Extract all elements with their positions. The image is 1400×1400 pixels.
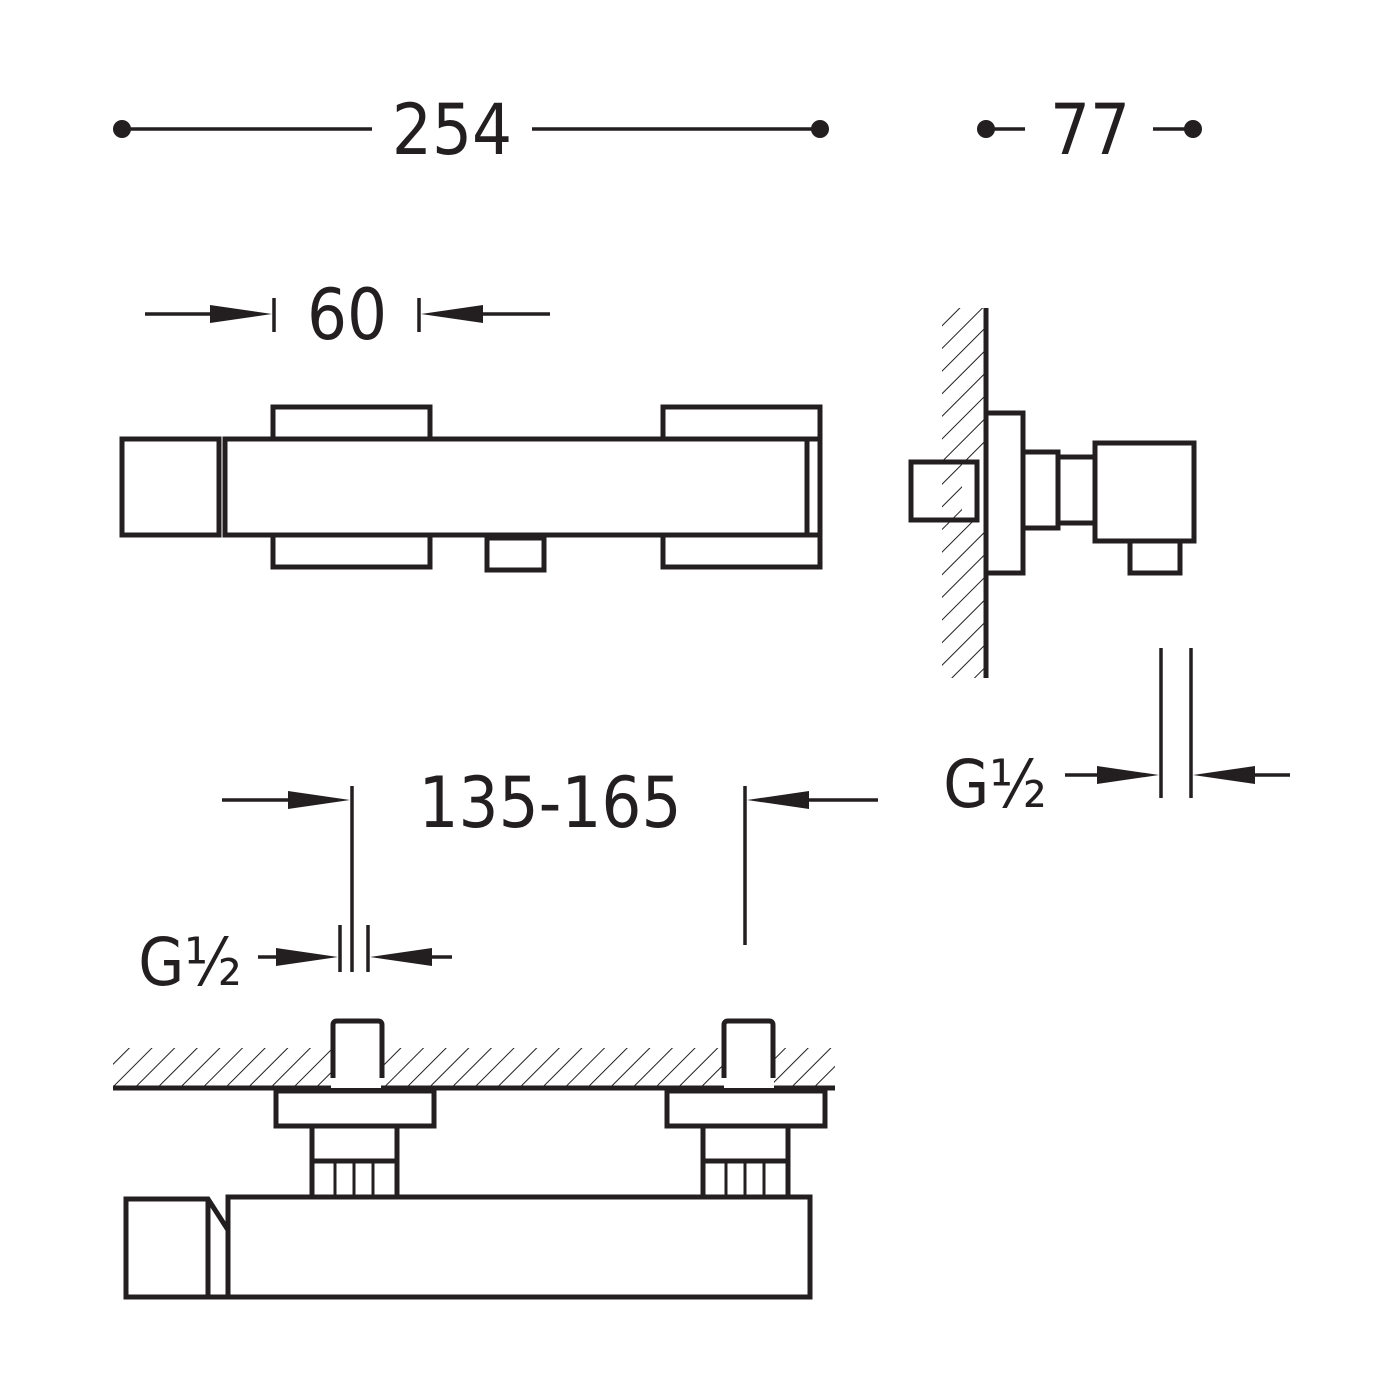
dimension-label-body-offset: 60 bbox=[307, 274, 387, 356]
dimension-label-overall-width: 254 bbox=[392, 89, 512, 171]
top-view-right-inlet-pipe bbox=[721, 1018, 776, 1078]
top-view-handle bbox=[123, 1196, 231, 1300]
side-view bbox=[908, 308, 1197, 678]
dimension-arrow bbox=[276, 948, 338, 966]
front-view-top-left-collar bbox=[270, 404, 433, 442]
side-view-connector bbox=[1020, 449, 1061, 531]
side-view-body bbox=[1092, 440, 1197, 544]
side-view-flange bbox=[983, 410, 1026, 576]
dimension-label-depth: 77 bbox=[1050, 89, 1130, 171]
side-view-inlet-pipe bbox=[908, 459, 980, 523]
top-view-left-flange bbox=[273, 1088, 437, 1129]
side-view-nut bbox=[1055, 454, 1098, 526]
front-view-handle bbox=[119, 436, 222, 538]
dimension-label-thread-side: G½ bbox=[943, 746, 1047, 823]
wall-cutout bbox=[331, 1040, 381, 1088]
dimension-label-thread-front: G½ bbox=[138, 924, 242, 1001]
dimension-arrow bbox=[1193, 766, 1255, 784]
top-view bbox=[113, 1018, 835, 1300]
dimension-arrow bbox=[1097, 766, 1159, 784]
dimension-depth: 77 bbox=[977, 89, 1202, 171]
dimension-endpoint-dot bbox=[1184, 120, 1202, 138]
dimension-thread-side: G½ bbox=[943, 648, 1290, 823]
front-view bbox=[119, 404, 823, 573]
front-view-bottom-right-collar bbox=[660, 532, 823, 570]
dimension-arrow bbox=[370, 948, 432, 966]
top-view-right-flange bbox=[664, 1088, 828, 1129]
side-view-outlet bbox=[1127, 538, 1183, 576]
dimension-body-offset: 60 bbox=[145, 274, 550, 356]
top-view-right-connector bbox=[700, 1123, 791, 1164]
wall-cutout bbox=[962, 462, 986, 520]
top-view-body bbox=[225, 1194, 813, 1300]
dimension-overall-width: 254 bbox=[113, 89, 829, 171]
wall-cutout bbox=[724, 1040, 774, 1088]
dimension-endpoint-dot bbox=[811, 120, 829, 138]
dimension-label-inlet-spacing: 135-165 bbox=[418, 762, 681, 844]
top-view-left-connector bbox=[309, 1123, 400, 1164]
front-view-outlet bbox=[484, 535, 547, 573]
dimension-thread-front: G½ bbox=[138, 924, 452, 1001]
front-view-top-right-collar bbox=[660, 404, 823, 442]
top-view-left-inlet-pipe bbox=[330, 1018, 385, 1078]
dimension-arrow bbox=[210, 305, 272, 323]
front-view-body bbox=[222, 436, 810, 538]
dimension-arrow bbox=[288, 791, 350, 809]
dimension-arrow bbox=[747, 791, 809, 809]
dimension-inlet-spacing: 135-165 bbox=[222, 762, 878, 972]
wall-hatching bbox=[113, 1048, 835, 1088]
dimension-arrow bbox=[421, 305, 483, 323]
front-view-bottom-left-collar bbox=[270, 532, 433, 570]
